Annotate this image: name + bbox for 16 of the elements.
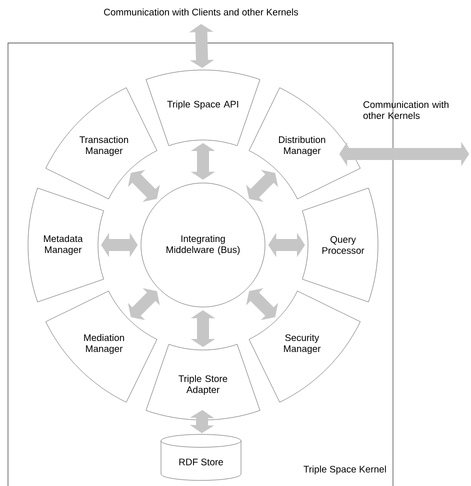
sector-segment: Security Manager xyxy=(248,290,360,402)
sector-segment: Triple Space API xyxy=(146,70,260,146)
double-arrow xyxy=(190,310,216,347)
text-label: Communication with other Kernels xyxy=(363,101,448,119)
sector-segment: Metadata Manager xyxy=(28,188,104,302)
double-arrow xyxy=(101,232,138,258)
text-label: Communication with Clients and other Kernels xyxy=(104,8,298,16)
sector-segment: Transaction Manager xyxy=(46,88,158,200)
double-arrow xyxy=(190,143,216,180)
double-arrow xyxy=(189,24,214,68)
double-arrow xyxy=(268,232,305,258)
database-cylinder: RDF Store xyxy=(160,434,242,481)
sector-segment: Triple Store Adapter xyxy=(146,344,260,420)
sector-segment: Distribution Manager xyxy=(248,88,360,200)
sector-segment: Mediation Manager xyxy=(46,290,158,402)
sector-segment: Query Processor xyxy=(302,188,378,302)
